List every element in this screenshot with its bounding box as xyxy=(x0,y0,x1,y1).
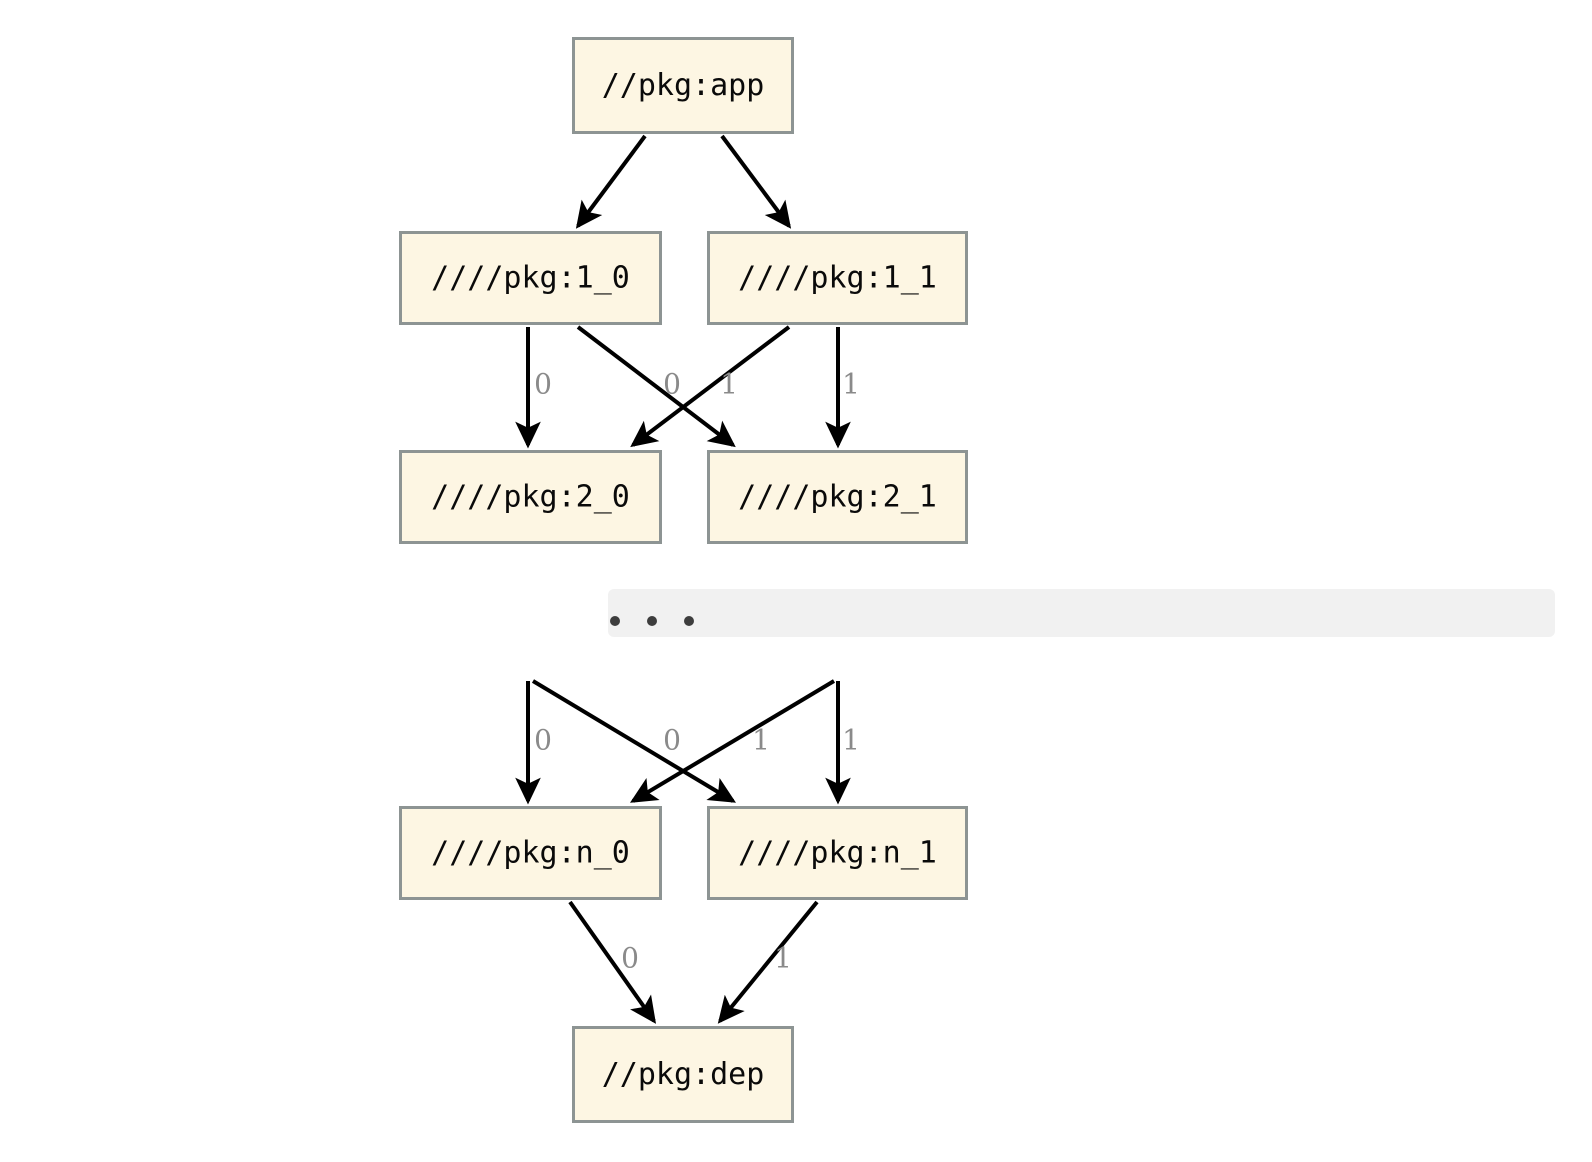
edge-label-e-1_1-2_1: 1 xyxy=(842,368,860,401)
edge-label-e-n_1-dep: 1 xyxy=(774,942,792,975)
edge-label-e-ell2-n_1: 1 xyxy=(842,724,860,757)
node-label-nn_1: ////pkg:n_1 xyxy=(738,836,937,871)
edge-label-e-ell-n_1: 0 xyxy=(663,724,681,757)
node-n1_0[interactable]: ////pkg:1_0 xyxy=(399,231,662,325)
edge-e-ell2-n_0 xyxy=(629,679,836,803)
node-label-n1_0: ////pkg:1_0 xyxy=(431,261,630,296)
node-box-app[interactable] xyxy=(572,37,794,134)
node-label-n2_1: ////pkg:2_1 xyxy=(738,480,937,515)
node-label-nn_0: ////pkg:n_0 xyxy=(431,836,630,871)
node-box-n2_0[interactable] xyxy=(399,450,662,544)
edge-e-1_0-2_1 xyxy=(576,325,736,448)
ellipsis-band xyxy=(608,589,1555,637)
ellipsis-dot-0 xyxy=(610,616,620,626)
edge-label-e-ell-n_0: 0 xyxy=(534,724,552,757)
node-box-n1_1[interactable] xyxy=(707,231,968,325)
node-nn_0[interactable]: ////pkg:n_0 xyxy=(399,806,662,900)
edge-e-app-1_1 xyxy=(720,134,792,229)
node-app[interactable]: //pkg:app xyxy=(572,37,794,134)
ellipsis-dot-1 xyxy=(647,616,657,626)
node-dep[interactable]: //pkg:dep xyxy=(572,1026,794,1123)
node-box-n1_0[interactable] xyxy=(399,231,662,325)
node-box-n2_1[interactable] xyxy=(707,450,968,544)
edge-label-e-n_0-dep: 0 xyxy=(621,942,639,975)
node-n2_0[interactable]: ////pkg:2_0 xyxy=(399,450,662,544)
edge-e-1_1-2_0 xyxy=(630,325,791,448)
ellipsis-dot-2 xyxy=(684,616,694,626)
edge-e-n_1-dep xyxy=(717,900,819,1024)
edge-label-e-1_1-2_0: 1 xyxy=(720,368,738,401)
node-box-dep[interactable] xyxy=(572,1026,794,1123)
edge-label-e-1_0-2_1: 0 xyxy=(663,368,681,401)
node-label-dep: //pkg:dep xyxy=(602,1057,765,1092)
edge-e-n_0-dep xyxy=(568,900,657,1024)
edge-label-e-1_0-2_0: 0 xyxy=(534,368,552,401)
node-box-nn_1[interactable] xyxy=(707,806,968,900)
node-n2_1[interactable]: ////pkg:2_1 xyxy=(707,450,968,544)
edge-e-app-1_0 xyxy=(575,134,647,229)
edge-label-e-ell2-n_0: 1 xyxy=(752,724,770,757)
nodes-layer: //pkg:app ////pkg:1_0 ////pkg:1_1 ////pkg:2… xyxy=(399,37,968,1123)
edges-layer xyxy=(515,134,851,1024)
node-nn_1[interactable]: ////pkg:n_1 xyxy=(707,806,968,900)
node-n1_1[interactable]: ////pkg:1_1 xyxy=(707,231,968,325)
node-box-nn_0[interactable] xyxy=(399,806,662,900)
edge-labels-layer: 0 0 1 1 0 0 1 1 0 1 xyxy=(534,368,860,975)
ellipsis-separator xyxy=(608,589,1555,637)
edge-e-ell-n_1 xyxy=(531,679,737,803)
node-label-n2_0: ////pkg:2_0 xyxy=(431,480,630,515)
node-label-n1_1: ////pkg:1_1 xyxy=(738,261,937,296)
node-label-app: //pkg:app xyxy=(602,68,765,103)
